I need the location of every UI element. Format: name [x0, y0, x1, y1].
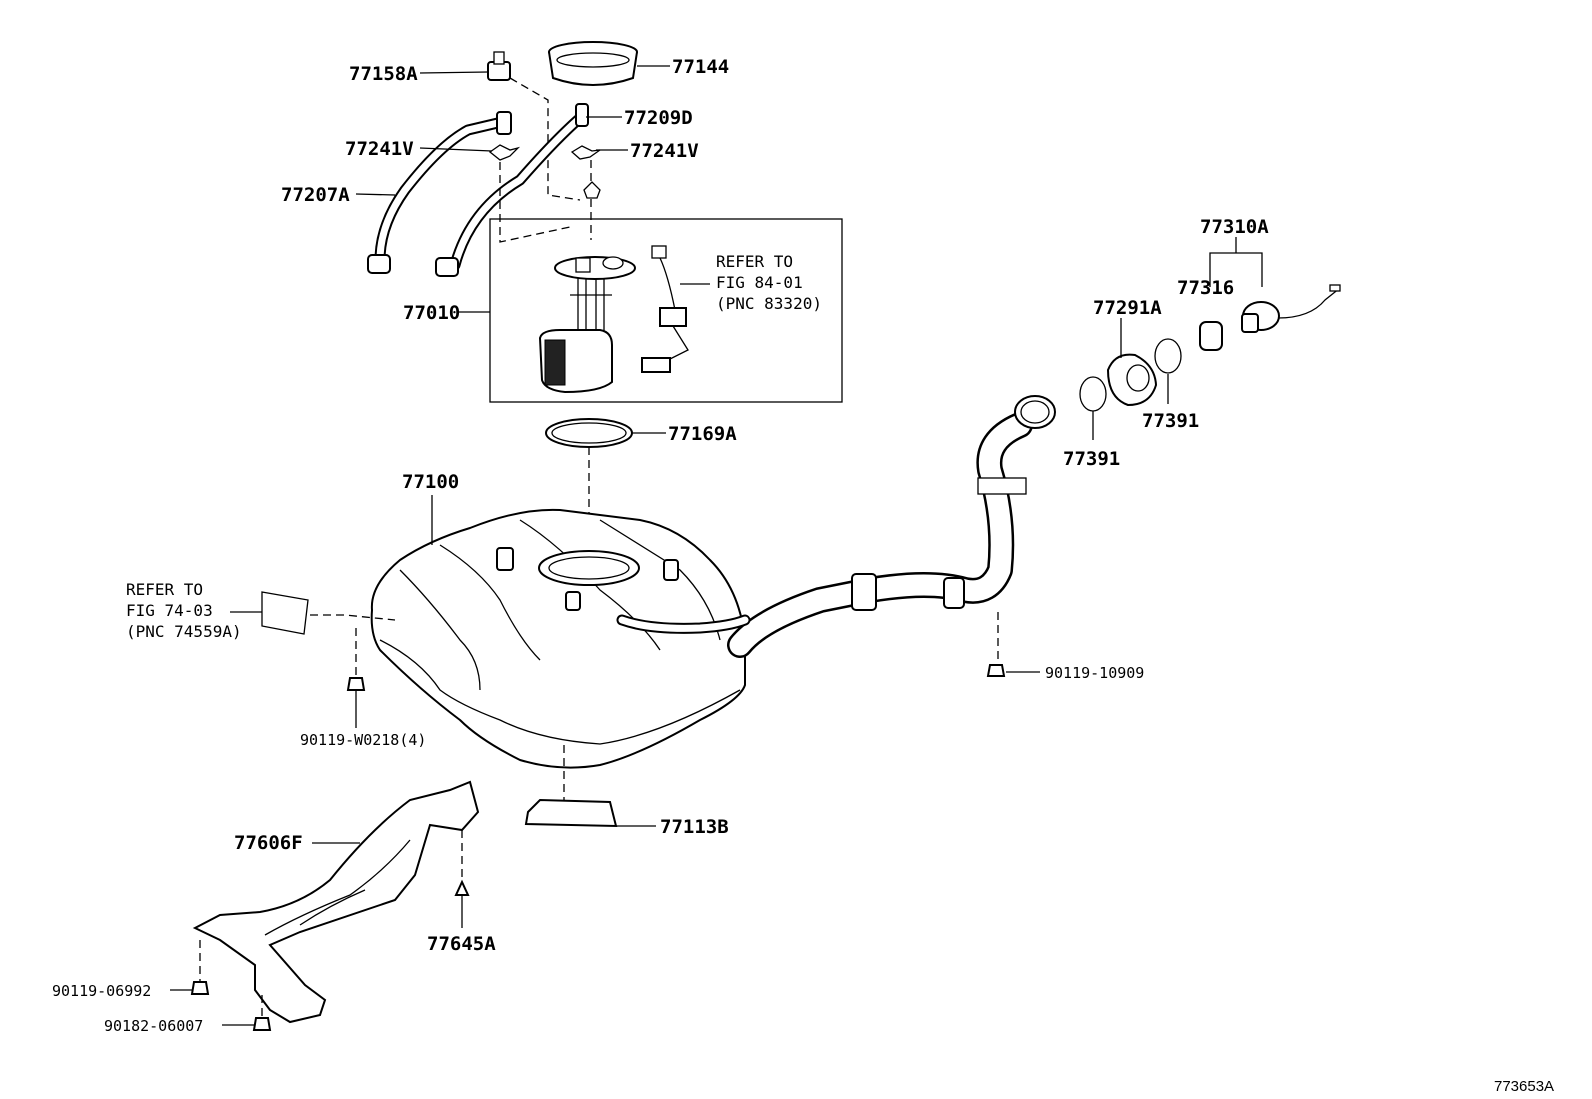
- filler-pipe: [616, 395, 1056, 665]
- bracket-77113B: [524, 745, 656, 828]
- label-77391-left: 77391: [1063, 448, 1120, 470]
- label-77241V-left: 77241V: [345, 138, 414, 160]
- ref-pump-line1: REFER TO: [716, 252, 793, 271]
- label-90182-06007: 90182-06007: [104, 1017, 203, 1035]
- label-77010: 77010: [403, 302, 460, 324]
- bolts: [346, 628, 1040, 728]
- label-77169A: 77169A: [668, 423, 737, 445]
- label-77158A: 77158A: [349, 63, 418, 85]
- label-77645A: 77645A: [427, 933, 496, 955]
- ref-tank-line2: FIG 74-03: [126, 601, 213, 620]
- label-77209D: 77209D: [624, 107, 693, 129]
- label-77606F: 77606F: [234, 832, 303, 854]
- label-77316: 77316: [1177, 277, 1234, 299]
- ref-pump-line3: (PNC 83320): [716, 294, 822, 313]
- gasket-77169A: [545, 418, 666, 565]
- filler-cap-parts: [1079, 237, 1341, 440]
- fuel-hoses: [355, 103, 622, 277]
- protector-77606F: [170, 780, 480, 1031]
- figure-id: 773653A: [1494, 1078, 1554, 1095]
- ref-tank-line3: (PNC 74559A): [126, 622, 242, 641]
- label-77113B: 77113B: [660, 816, 729, 838]
- label-77391-right: 77391: [1142, 410, 1199, 432]
- ref-tank-line1: REFER TO: [126, 580, 203, 599]
- label-77291A: 77291A: [1093, 297, 1162, 319]
- retainer-ring-77144: [548, 41, 670, 86]
- label-77207A: 77207A: [281, 184, 350, 206]
- label-77144: 77144: [672, 56, 729, 78]
- label-77241V-right: 77241V: [630, 140, 699, 162]
- fuel-tank-77100: [370, 495, 746, 769]
- label-77100: 77100: [402, 471, 459, 493]
- label-plate: [230, 591, 396, 635]
- label-90119-10909: 90119-10909: [1045, 664, 1144, 682]
- label-77310A: 77310A: [1200, 216, 1269, 238]
- label-90119-W0218: 90119-W0218(4): [300, 731, 426, 749]
- hose-clips-77241V: [419, 144, 628, 243]
- fuel-pump-assembly-77010: [458, 218, 843, 403]
- ref-pump-line2: FIG 84-01: [716, 273, 803, 292]
- label-90119-06992: 90119-06992: [52, 982, 151, 1000]
